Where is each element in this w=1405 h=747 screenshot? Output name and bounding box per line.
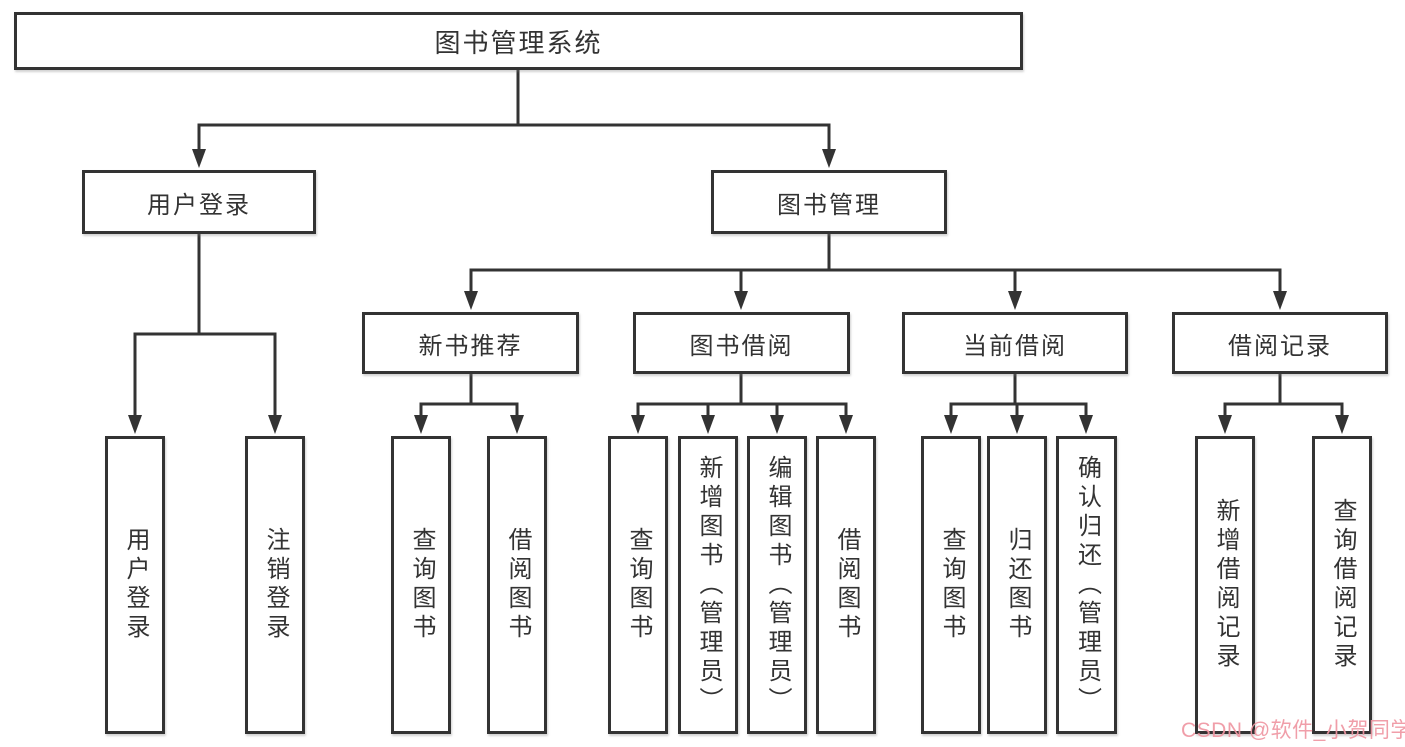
- connector-line: [133, 234, 277, 417]
- node-current-borrowing: 当前借阅: [902, 312, 1128, 374]
- connector-book-mgmt-to-level3: [464, 234, 1287, 310]
- node-query-borrow-record: 查询借阅记录: [1312, 436, 1372, 734]
- connector-root-to-branches: [192, 70, 836, 168]
- arrowhead: [822, 149, 836, 168]
- leaf-label: 查询图书: [408, 527, 435, 643]
- leaf-label: 借阅图书: [833, 527, 860, 643]
- arrowhead: [464, 291, 478, 310]
- node-query-books-rec: 查询图书: [391, 436, 451, 734]
- arrowhead: [192, 149, 206, 168]
- arrowhead: [1273, 291, 1287, 310]
- arrowhead: [1008, 291, 1022, 310]
- node-add-books-admin: 新增图书（管理员）: [678, 436, 738, 734]
- node-book-management-branch: 图书管理: [711, 170, 947, 234]
- node-return-books: 归还图书: [987, 436, 1047, 734]
- arrowhead: [128, 415, 142, 434]
- node-add-borrow-record: 新增借阅记录: [1195, 436, 1255, 734]
- connector-current-borrow-to-leaves: [944, 374, 1093, 434]
- node-new-book-recommend: 新书推荐: [362, 312, 579, 374]
- connector-line: [469, 234, 1282, 293]
- connector-line: [636, 374, 848, 417]
- leaf-label: 用户登录: [122, 527, 149, 643]
- leaf-label: 注销登录: [262, 527, 289, 643]
- arrowhead: [701, 415, 715, 434]
- arrowhead: [734, 291, 748, 310]
- node-edit-books-admin: 编辑图书（管理员）: [747, 436, 807, 734]
- connector-borrow-record-to-leaves: [1218, 374, 1349, 434]
- leaf-label: 新增借阅记录: [1212, 498, 1239, 672]
- node-borrow-books-rec: 借阅图书: [487, 436, 547, 734]
- connector-line: [419, 374, 519, 417]
- arrowhead: [1010, 415, 1024, 434]
- leaf-label: 归还图书: [1004, 527, 1031, 643]
- leaf-label: 查询借阅记录: [1329, 498, 1356, 672]
- leaf-label: 新增图书（管理员）: [695, 454, 722, 716]
- connector-line: [1223, 374, 1344, 417]
- arrowhead: [944, 415, 958, 434]
- arrowhead: [510, 415, 524, 434]
- node-query-books-current: 查询图书: [921, 436, 981, 734]
- connector-line: [949, 374, 1088, 417]
- arrowhead: [770, 415, 784, 434]
- arrowhead: [1079, 415, 1093, 434]
- connector-new-book-rec-to-leaves: [414, 374, 524, 434]
- arrowhead: [268, 415, 282, 434]
- node-confirm-return-admin: 确认归还（管理员）: [1056, 436, 1117, 734]
- leaf-label: 借阅图书: [504, 527, 531, 643]
- arrowhead: [1218, 415, 1232, 434]
- node-logout-leaf: 注销登录: [245, 436, 305, 734]
- node-book-borrowing: 图书借阅: [633, 312, 850, 374]
- node-user-login-branch: 用户登录: [82, 170, 316, 234]
- connector-book-borrow-to-leaves: [631, 374, 853, 434]
- node-borrowing-records: 借阅记录: [1172, 312, 1388, 374]
- arrowhead: [839, 415, 853, 434]
- arrowhead: [414, 415, 428, 434]
- leaf-label: 确认归还（管理员）: [1073, 454, 1101, 716]
- leaf-label: 查询图书: [938, 527, 965, 643]
- node-query-books-borrow: 查询图书: [608, 436, 668, 734]
- node-user-login-leaf: 用户登录: [105, 436, 165, 734]
- arrowhead: [1335, 415, 1349, 434]
- watermark: CSDN @软件_小贺同学: [1181, 719, 1405, 742]
- node-root-system: 图书管理系统: [14, 12, 1023, 70]
- node-borrow-books-leaf: 借阅图书: [816, 436, 876, 734]
- connector-line: [197, 70, 831, 151]
- leaf-label: 编辑图书（管理员）: [764, 454, 791, 716]
- arrowhead: [631, 415, 645, 434]
- connector-user-login-to-leaves: [128, 234, 282, 434]
- leaf-label: 查询图书: [625, 527, 652, 643]
